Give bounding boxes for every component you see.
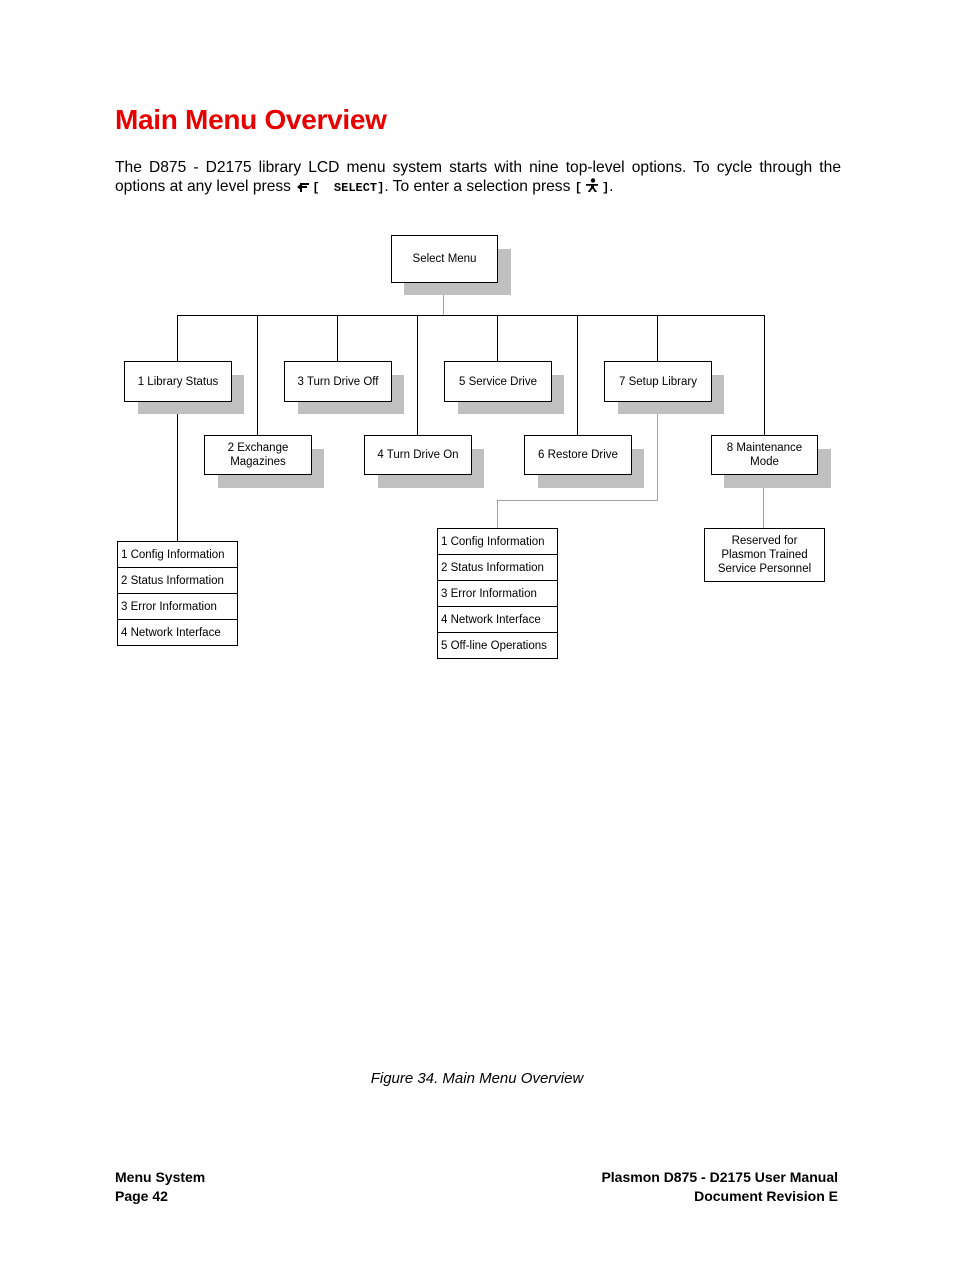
connector-turn-drive-on: [417, 315, 418, 436]
list-item: 3 Error Information: [118, 594, 237, 620]
intro-text-before: The D875 - D2175 library LCD menu system…: [115, 159, 841, 195]
connector-turn-drive-off: [337, 315, 338, 361]
page-title: Main Menu Overview: [115, 104, 387, 135]
intro-text-middle: . To enter a selection press: [384, 178, 571, 195]
list-item: 3 Error Information: [438, 581, 557, 607]
connector-setup-library-across: [497, 500, 658, 501]
connector-library-status: [177, 315, 178, 361]
library-status-submenu: 1 Config Information 2 Status Informatio…: [117, 541, 238, 646]
connector-restore-drive: [577, 315, 578, 436]
setup-library-box: 7 Setup Library: [604, 361, 712, 402]
connector-setup-library-list: [497, 500, 498, 528]
footer-section: Menu System: [115, 1169, 206, 1185]
connector-maintenance-note: [763, 474, 764, 528]
connector-setup-library: [657, 315, 658, 361]
connector-exchange-magazines: [257, 315, 258, 435]
list-item: 1 Config Information: [118, 542, 237, 568]
intro-paragraph: The D875 - D2175 library LCD menu system…: [115, 158, 841, 200]
enter-key: []: [574, 178, 610, 195]
connector-maintenance-mode: [764, 315, 765, 436]
list-item: 4 Network Interface: [118, 620, 237, 646]
select-key: [ SELECT]: [295, 181, 384, 195]
footer-left: Menu System Page 42: [115, 1168, 205, 1206]
horizontal-bus: [177, 315, 765, 316]
footer-page: Page 42: [115, 1188, 168, 1204]
select-key-label: [ SELECT]: [312, 181, 385, 195]
library-status-box: 1 Library Status: [124, 361, 232, 402]
setup-library-submenu: 1 Config Information 2 Status Informatio…: [437, 528, 558, 659]
maintenance-note-box: Reserved for Plasmon Trained Service Per…: [704, 528, 825, 582]
enter-key-open: [: [574, 181, 582, 195]
list-item: 5 Off-line Operations: [438, 633, 557, 659]
intro-text-after: .: [609, 178, 614, 195]
enter-figure-icon: [584, 178, 600, 200]
enter-key-close: ]: [601, 181, 610, 195]
figure-caption: Figure 34. Main Menu Overview: [370, 1070, 584, 1087]
connector-service-drive: [497, 315, 498, 361]
select-arrow-icon: [297, 181, 310, 200]
restore-drive-box: 6 Restore Drive: [524, 435, 632, 475]
maintenance-mode-box: 8 Maintenance Mode: [711, 435, 818, 475]
list-item: 1 Config Information: [438, 529, 557, 555]
footer-right: Plasmon D875 - D2175 User Manual Documen…: [601, 1168, 838, 1206]
select-menu-box: Select Menu: [391, 235, 498, 283]
connector-setup-library-down: [657, 401, 658, 501]
service-drive-box: 5 Service Drive: [444, 361, 552, 402]
turn-drive-off-box: 3 Turn Drive Off: [284, 361, 392, 402]
list-item: 2 Status Information: [118, 568, 237, 594]
list-item: 2 Status Information: [438, 555, 557, 581]
turn-drive-on-box: 4 Turn Drive On: [364, 435, 472, 475]
root-connector: [443, 282, 444, 316]
connector-library-status-list: [177, 401, 178, 541]
footer-revision: Document Revision E: [694, 1188, 838, 1204]
list-item: 4 Network Interface: [438, 607, 557, 633]
footer-manual: Plasmon D875 - D2175 User Manual: [601, 1169, 838, 1185]
exchange-magazines-box: 2 Exchange Magazines: [204, 435, 312, 475]
